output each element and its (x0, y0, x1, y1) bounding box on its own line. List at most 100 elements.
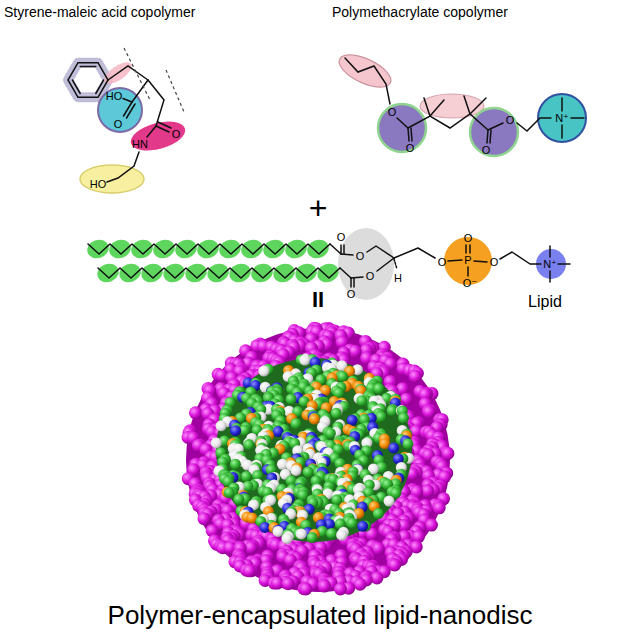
nanodisc-illustration-circle (346, 518, 357, 529)
equals-sign: II (312, 287, 324, 312)
nanodisc-illustration-circle (286, 394, 297, 405)
nanodisc-illustration-circle (398, 412, 409, 423)
lipid-bonds-line (350, 278, 352, 287)
atom-label: O (406, 142, 415, 155)
nanodisc-illustration-circle (337, 371, 348, 382)
molecule-name: Lipid (528, 293, 562, 311)
lipid-tail-highlights-ellipse (283, 237, 310, 261)
atom-label: N⁺ (555, 112, 569, 125)
lipid-bonds-line (351, 277, 363, 278)
fragment-cut-line-line (166, 70, 184, 112)
lipid-tail-highlights-ellipse (161, 261, 188, 285)
nanodisc-illustration-circle (357, 521, 368, 532)
sma-bonds-line (96, 80, 104, 94)
pma-bonds-line (490, 130, 491, 143)
figure-caption: Polymer-encapsulated lipid-nanodisc (108, 601, 533, 631)
nanodisc-illustration-circle (317, 579, 330, 592)
atom-label: O (464, 232, 473, 245)
atom-label: O (337, 231, 346, 244)
pma-bonds-line (487, 130, 488, 143)
nanodisc-illustration-circle (309, 414, 320, 425)
nanodisc-illustration-circle (425, 519, 438, 532)
pma-bonds-line (464, 96, 470, 114)
nanodisc-illustration-circle (211, 437, 222, 448)
lipid-bonds-line (448, 260, 462, 261)
atom-label: O (388, 106, 397, 119)
atom-label: O (172, 128, 181, 141)
atom-label: O (366, 270, 375, 283)
pma-bonds-line (561, 98, 563, 111)
lipid-highlights-ellipse (338, 228, 394, 300)
lipid-highlights (338, 228, 566, 300)
lipid-tail-highlights-ellipse (293, 261, 320, 285)
nanodisc-illustration (182, 322, 455, 596)
sma-bonds-line (158, 122, 171, 128)
lipid-tail-highlights-ellipse (271, 261, 298, 285)
sma-highlights (68, 58, 188, 193)
lipid-bonds-line (353, 278, 355, 287)
lipid-tail-highlights-ellipse (151, 237, 178, 261)
pma-bonds-line (571, 117, 584, 119)
atom-label: HO (106, 90, 123, 103)
nanodisc-illustration-circle (348, 345, 361, 358)
nanodisc-illustration-circle (336, 530, 347, 541)
pma-bonds-line (424, 98, 430, 116)
nanodisc-illustration-circle (373, 508, 384, 519)
pma-bonds-polyline (517, 118, 551, 131)
lipid-bonds-line (377, 258, 394, 271)
nanodisc-illustration-circle (243, 439, 254, 450)
nanodisc-illustration-circle (273, 526, 284, 537)
lipid-tail-highlights-ellipse (217, 237, 244, 261)
nanodisc-illustration-circle (281, 533, 292, 544)
sma-bonds-line (123, 99, 132, 103)
lipid-bonds (88, 244, 570, 287)
nanodisc-illustration-circle (354, 578, 367, 591)
atom-label: N⁺ (543, 258, 557, 271)
nanodisc-illustration-circle (303, 466, 314, 477)
lipid-tail-highlights-ellipse (129, 237, 156, 261)
pma-highlights-circle (378, 104, 426, 152)
lipid-bonds-line (465, 245, 467, 253)
nanodisc-illustration-circle (299, 582, 312, 595)
nanodisc-illustration-circle (297, 489, 308, 500)
lipid-bonds-polyline (88, 244, 330, 254)
fragment-cut-line-line (124, 48, 150, 100)
lipid-bonds-polyline (500, 252, 541, 264)
lipid-tail-highlights-ellipse (85, 237, 112, 261)
atom-label: O (506, 114, 515, 127)
nanodisc-illustration-ellipse (216, 358, 412, 542)
nanodisc-illustration-circle (326, 528, 337, 539)
nanodisc-illustration-circle (230, 459, 241, 470)
pma-highlights-circle (470, 108, 518, 156)
pma-bonds-polyline (345, 58, 390, 104)
lipid-tail-highlights-ellipse (117, 261, 144, 285)
atom-label: O (490, 256, 499, 269)
lipid-bonds-line (330, 244, 341, 254)
sma-bonds-line (147, 126, 156, 137)
sma-highlights-polygon (68, 63, 108, 98)
lipid-tail-highlights-ellipse (227, 261, 254, 285)
sma-bonds-polyline (107, 152, 139, 182)
nanodisc-illustration-circle (383, 496, 394, 507)
lipid-bonds-line (341, 254, 353, 255)
nanodisc-illustration-circle (356, 395, 367, 406)
pma-bonds-polyline (397, 118, 408, 128)
pma-highlights (335, 48, 586, 156)
nanodisc-illustration-circle (373, 383, 384, 394)
nanodisc-illustration-circle (331, 408, 342, 419)
sma-bonds-line (80, 66, 96, 68)
atom-label: O (347, 288, 356, 301)
nanodisc-illustration-circle (423, 405, 436, 418)
lipid-bonds-line (394, 259, 397, 269)
pma-bonds-line (470, 98, 486, 114)
atom-label: O (438, 256, 447, 269)
lipid-bonds-line (340, 268, 351, 278)
sma-bonds-line (72, 80, 80, 94)
lipid-tail-highlights-ellipse (195, 237, 222, 261)
nanodisc-illustration-circle (296, 528, 307, 539)
nanodisc-illustration-circle (334, 583, 347, 596)
nanodisc-illustration-circle (299, 355, 310, 366)
nanodisc-illustration-circle (233, 494, 244, 505)
lipid-bonds-polyline (367, 246, 394, 258)
